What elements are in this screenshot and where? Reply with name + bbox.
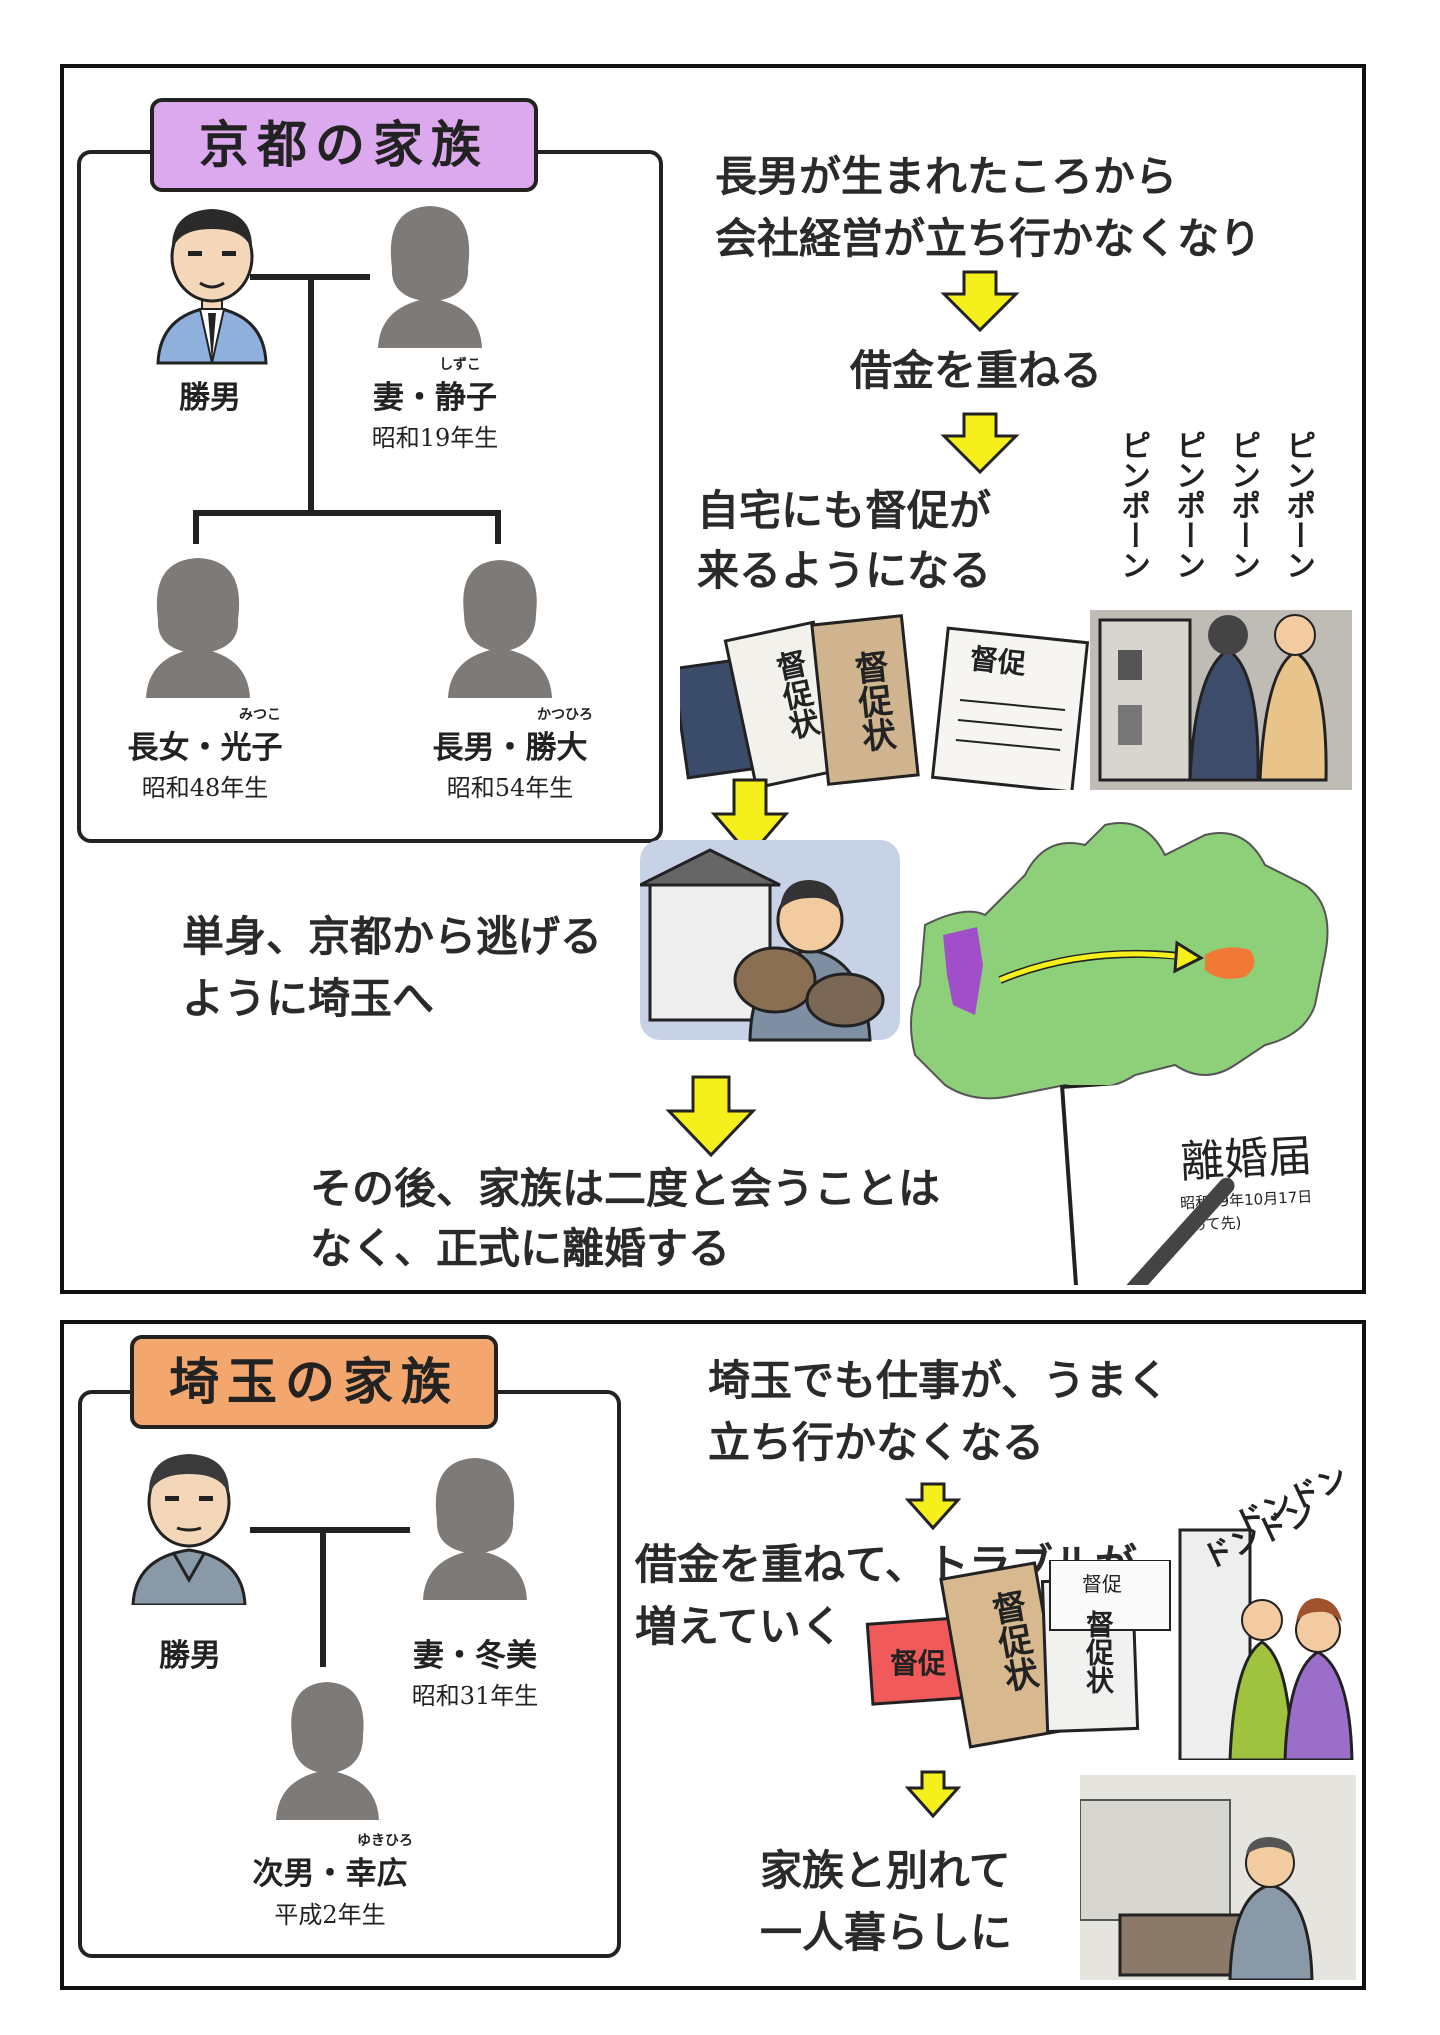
down-arrow-icon [905,1482,961,1530]
down-arrow-icon [940,270,1020,332]
son-silhouette [440,548,560,698]
children-line [193,510,501,516]
down-arrow-icon [940,412,1020,474]
notice-label-4: 督促 [1082,1572,1122,1596]
saitama-step3-line1: 家族と別れて [760,1846,1011,1895]
down-arrow-icon [905,1770,961,1818]
father-portrait [125,1440,253,1605]
kyoto-family-title: 京都の家族 [150,98,538,192]
wife-silhouette [370,198,490,348]
saitama-step1-line2: 立ち行かなくなる [708,1418,1045,1467]
kyoto-step3-line1: 自宅にも督促が [697,486,992,535]
son-birth: 平成2年生 [274,1901,386,1929]
wife-birth: 昭和31年生 [411,1682,539,1710]
saitama-step1-line1: 埼玉でも仕事が、うまく [708,1356,1170,1405]
wife-name: 妻・静子 [373,380,497,416]
marriage-line [250,1527,410,1533]
wife-ruby: しずこ [439,357,481,373]
son-ruby: ゆきひろ [357,1833,413,1849]
kyoto-step1-line2: 会社経営が立ち行かなくなり [715,214,1262,263]
kyoto-step1-line1: 長男が生まれたころから [715,152,1178,201]
father-name: 勝男 [159,1638,221,1674]
child-drop-left [193,510,199,544]
saitama-step2-line2: 増えていく [635,1602,843,1651]
saitama-step3-line2: 一人暮らしに [760,1908,1013,1957]
doorbell-illustration [1090,430,1352,790]
father-name: 勝男 [179,380,241,416]
down-arrow-icon [665,1075,757,1157]
kyoto-step4-line1: 単身、京都から逃げる [182,912,603,961]
kyoto-step3-line2: 来るようになる [697,546,992,595]
pinpon-sfx-3: ピンポーン [1225,430,1260,580]
daughter-silhouette [138,548,258,698]
notice-label-1: 督促 [890,1647,947,1680]
son-name: 次男・幸広 [252,1856,408,1892]
kyoto-step5-line1: その後、家族は二度と会うことは [310,1164,941,1213]
door-banging-illustration: ドンドン ドンドン [1170,1460,1358,1760]
notice-label-3: 督促 [968,642,1028,681]
divorce-form-title: 離婚届 [1178,1130,1314,1189]
daughter-birth: 昭和48年生 [141,774,269,802]
japan-map-illustration [905,815,1340,1115]
demand-letters-illustration: 督促状 督促状 督促 [680,610,1100,790]
descent-line [308,274,314,514]
living-alone-illustration [1080,1775,1356,1980]
daughter-ruby: みつこ [239,707,281,723]
kyoto-step5-line2: なく、正式に離婚する [310,1224,731,1273]
pinpon-sfx-4: ピンポーン [1280,430,1315,580]
son-name: 長男・勝大 [432,730,588,766]
wife-birth: 昭和19年生 [371,424,499,452]
demand-letters-illustration: 督促 督促状 督促状 督促 [860,1560,1180,1760]
kyoto-step2: 借金を重ねる [850,346,1103,395]
son-ruby: かつひろ [537,707,593,723]
notice-label-2: 督促状 [846,648,898,754]
down-arrow-icon [710,778,790,858]
daughter-name: 長女・光子 [127,730,283,766]
wife-silhouette [415,1450,535,1600]
pinpon-sfx-2: ピンポーン [1170,430,1205,580]
son-birth: 昭和54年生 [446,774,574,802]
son-silhouette [270,1670,385,1820]
pinpon-sfx: ピンポーン ピンポーン ピンポーン ピンポーン [1100,430,1350,610]
wife-name: 妻・冬美 [413,1638,537,1674]
father-portrait [148,195,276,365]
descent-line [320,1527,326,1667]
notice-label-3: 督促状 [1082,1610,1115,1694]
child-drop-right [495,510,501,544]
pinpon-sfx-1: ピンポーン [1115,430,1150,580]
divorce-form-illustration: 離婚届 昭和59年10月17日 (あて先) [1040,1085,1360,1285]
kyoto-step4-line2: ように埼玉へ [182,974,435,1023]
fleeing-man-illustration [640,840,900,1060]
saitama-family-title: 埼玉の家族 [130,1335,498,1429]
